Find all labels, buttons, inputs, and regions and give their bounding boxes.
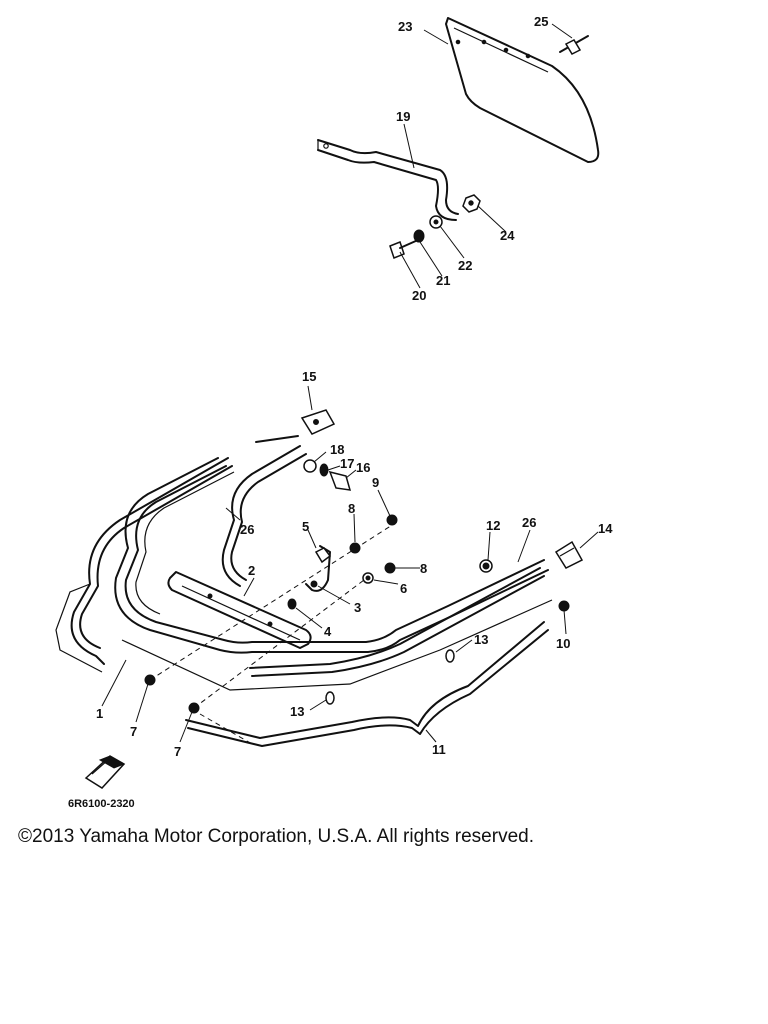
- rub-rail-26-left: [221, 445, 307, 587]
- part-label: 7: [130, 724, 137, 739]
- part-label: 16: [356, 460, 370, 475]
- hardware-small-parts: [144, 514, 570, 714]
- screw-25: [559, 35, 589, 55]
- part-label: 22: [458, 258, 472, 273]
- part-label: 10: [556, 636, 570, 651]
- leader-lines: [101, 23, 599, 743]
- part-label: 12: [486, 518, 500, 533]
- trim-strip-12: [185, 621, 549, 747]
- reference-code: 6R6100-2320: [68, 798, 135, 810]
- washer-21: [413, 229, 425, 243]
- part-label: 26: [240, 522, 254, 537]
- part-label: 13: [290, 704, 304, 719]
- part-label: 7: [174, 744, 181, 759]
- part-label: 8: [348, 501, 355, 516]
- latch-15: [255, 409, 336, 443]
- part-label: 1: [96, 706, 103, 721]
- cover-plate-24: [445, 17, 600, 163]
- part-label: 13: [474, 632, 488, 647]
- part-labels: 23 25 19 20 21 22 24 15 18 17 16 9 26 8 …: [68, 14, 613, 810]
- reference-book-icon: [84, 755, 126, 789]
- bracket-19: [317, 139, 459, 221]
- trim-strip-outer: [55, 457, 233, 673]
- end-cap-14: [554, 540, 584, 569]
- rub-rail-26-right: [249, 567, 545, 677]
- part-label: 9: [372, 475, 379, 490]
- bar-2: [167, 571, 312, 649]
- part-label: 26: [522, 515, 536, 530]
- part-label: 23: [398, 19, 412, 34]
- part-label: 21: [436, 273, 450, 288]
- bolt-20: [389, 239, 419, 259]
- part-label: 19: [396, 109, 410, 124]
- part-label: 14: [598, 521, 613, 536]
- part-label: 5: [302, 519, 309, 534]
- part-label: 17: [340, 456, 354, 471]
- part-label: 25: [534, 14, 548, 29]
- part-label: 2: [248, 563, 255, 578]
- part-label: 20: [412, 288, 426, 303]
- part-label: 24: [500, 228, 515, 243]
- nut-23: [462, 194, 481, 213]
- part-label: 6: [400, 581, 407, 596]
- part-label: 11: [432, 742, 446, 757]
- part-label: 18: [330, 442, 344, 457]
- dashed-assembly-lines: [149, 519, 401, 745]
- part-label: 15: [302, 369, 316, 384]
- part-label: 8: [420, 561, 427, 576]
- part-label: 3: [354, 600, 361, 615]
- part-label: 4: [324, 624, 332, 639]
- washer-22: [429, 215, 443, 229]
- copyright-notice: ©2013 Yamaha Motor Corporation, U.S.A. A…: [18, 826, 534, 847]
